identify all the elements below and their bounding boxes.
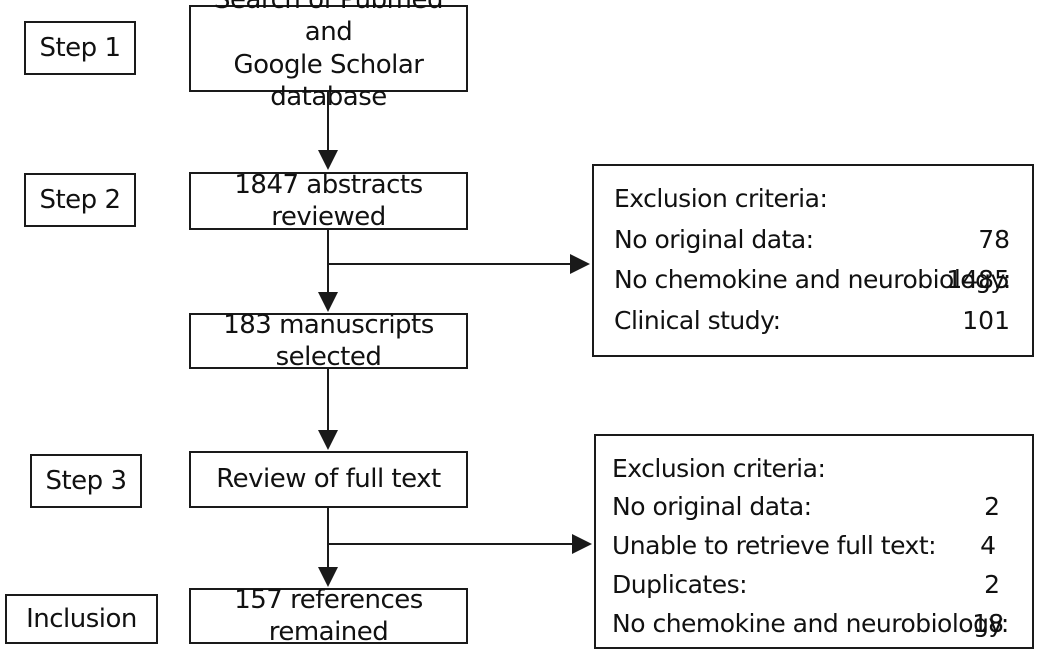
exclusion-1-row-value: 78	[978, 225, 1010, 254]
exclusion-2-row-label: Unable to retrieve full text:	[612, 531, 937, 560]
step-3-label: Step 3	[30, 454, 142, 508]
manuscripts-box: 183 manuscripts selected	[189, 310, 468, 372]
abstracts-box: 1847 abstracts reviewed	[189, 170, 468, 232]
inclusion-label: Inclusion	[5, 594, 158, 644]
exclusion-2-row-value: 2	[984, 570, 1000, 599]
step-1-label: Step 1	[24, 21, 136, 75]
exclusion-box-1: Exclusion criteria: No original data: 78…	[592, 164, 1034, 357]
step-2-text: Step 2	[39, 185, 121, 215]
exclusion-1-row-label: Clinical study:	[614, 306, 781, 335]
step-2-label: Step 2	[24, 173, 136, 227]
exclusion-2-row-label: No chemokine and neurobiology:	[612, 609, 1009, 638]
remained-box: 157 references remained	[189, 585, 468, 647]
arrowhead	[318, 292, 338, 312]
search-line-1: Search of Pubmed and	[214, 0, 443, 47]
abstracts-text: 1847 abstracts reviewed	[234, 169, 423, 233]
exclusion-2-row-label: No original data:	[612, 492, 812, 521]
exclusion-1-row-value: 1485	[946, 265, 1010, 294]
exclusion-1-row-label: No chemokine and neurobiology:	[614, 265, 1011, 294]
manuscripts-text: 183 manuscripts selected	[223, 309, 434, 373]
exclusion-2-row-value: 2	[984, 492, 1000, 521]
arrowhead	[318, 150, 338, 170]
step-3-text: Step 3	[45, 466, 127, 496]
full-text-text: Review of full text	[216, 464, 441, 495]
step-1-text: Step 1	[39, 33, 121, 63]
exclusion-1-title: Exclusion criteria:	[614, 184, 828, 213]
inclusion-text: Inclusion	[26, 604, 137, 634]
exclusion-2-row-value: 4	[980, 531, 996, 560]
exclusion-box-2: Exclusion criteria: No original data: 2 …	[594, 434, 1034, 649]
search-box: Search of Pubmed and Google Scholar data…	[189, 0, 468, 112]
full-text-box: Review of full text	[189, 451, 468, 508]
exclusion-1-row-value: 101	[962, 306, 1010, 335]
arrowhead	[318, 567, 338, 587]
exclusion-2-row-value: 18	[972, 609, 1004, 638]
exclusion-1-row-label: No original data:	[614, 225, 814, 254]
remained-text: 157 references remained	[234, 584, 423, 648]
arrowhead	[570, 254, 590, 274]
exclusion-2-row-label: Duplicates:	[612, 570, 748, 599]
exclusion-2-title: Exclusion criteria:	[612, 454, 826, 483]
arrowhead	[318, 430, 338, 450]
arrowhead	[572, 534, 592, 554]
